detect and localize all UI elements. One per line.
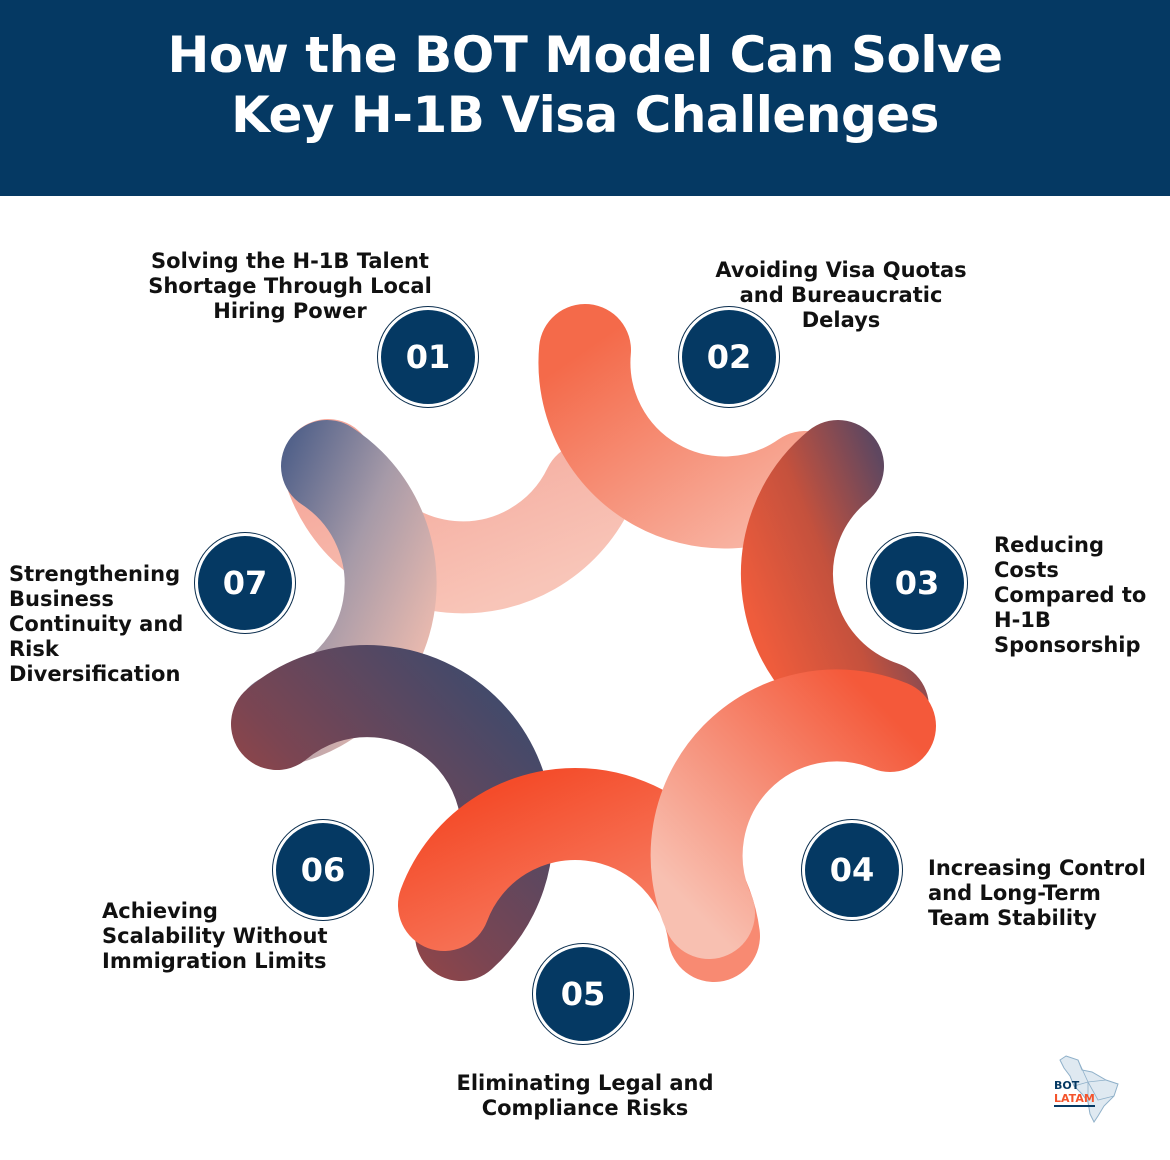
step-badge-07: 07 (195, 533, 295, 633)
step-badge-01: 01 (378, 307, 478, 407)
step-badge-05: 05 (533, 944, 633, 1044)
header-banner: How the BOT Model Can Solve Key H-1B Vis… (0, 0, 1170, 196)
step-badge-04: 04 (802, 820, 902, 920)
step-label-07: Strengthening Business Continuity and Ri… (9, 562, 184, 686)
logo-text-latam: LATAM (1054, 1092, 1095, 1107)
page-title-line-2: Key H-1B Visa Challenges (231, 86, 939, 144)
step-label-05: Eliminating Legal and Compliance Risks (456, 1071, 714, 1120)
bot-latam-logo-map-icon (1059, 1055, 1119, 1123)
page-title-line-1: How the BOT Model Can Solve (167, 26, 1003, 84)
step-label-01: Solving the H-1B Talent Shortage Through… (148, 249, 432, 323)
logo-text-bot: BOT (1054, 1079, 1080, 1092)
step-label-04: Increasing Control and Long-Term Team St… (928, 856, 1146, 930)
step-label-03: Reducing Costs Compared to H-1B Sponsors… (994, 533, 1147, 657)
step-label-06: Achieving Scalability Without Immigratio… (102, 899, 328, 973)
step-badge-02: 02 (679, 307, 779, 407)
step-label-02: Avoiding Visa Quotas and Bureaucratic De… (715, 258, 967, 332)
ring-segment-4 (650, 669, 936, 959)
step-badge-06: 06 (273, 820, 373, 920)
step-badge-03: 03 (867, 533, 967, 633)
